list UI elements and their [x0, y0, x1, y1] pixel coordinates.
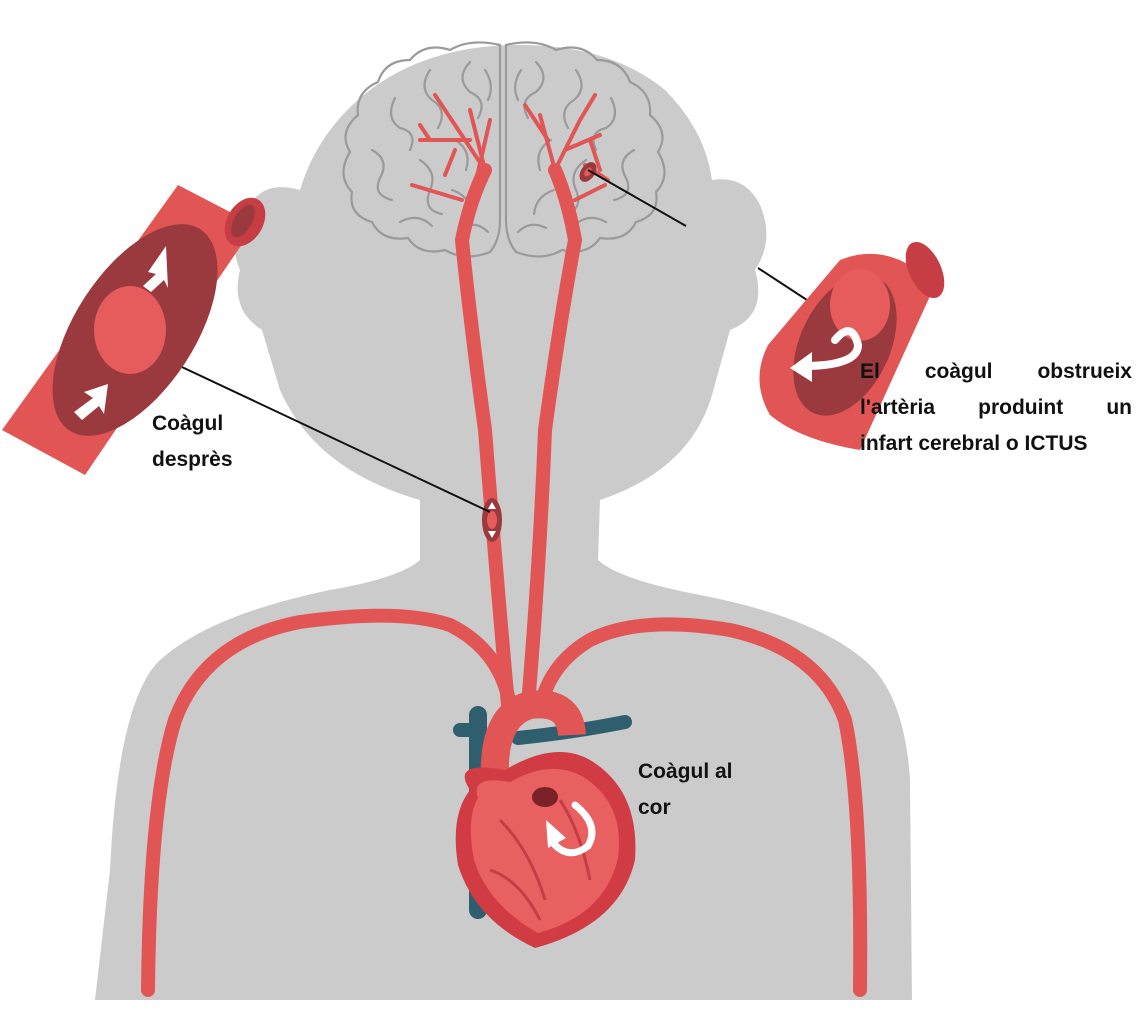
label-stroke-line-3: infart cerebral o ICTUS: [860, 426, 1132, 462]
label-stroke-line-1: El coàgul obstrueix: [860, 354, 1132, 390]
label-clot-heart: Coàgul al cor: [638, 754, 778, 826]
label-stroke-line-2: l'artèria produint un: [860, 390, 1132, 426]
heart-clot: [532, 787, 558, 807]
label-clot-detached-line-1: Coàgul: [152, 406, 312, 442]
pointer-line-brain-lower: [758, 268, 810, 302]
carotid-clot: [482, 498, 502, 542]
carotid-clot-core: [487, 511, 497, 529]
label-stroke: El coàgul obstrueix l'artèria produint u…: [860, 354, 1132, 462]
vessel-left-clot: [94, 286, 166, 374]
label-clot-heart-line-1: Coàgul al: [638, 754, 778, 790]
label-clot-heart-line-2: cor: [638, 790, 778, 826]
label-clot-detached-line-2: desprès: [152, 442, 312, 478]
vessel-right-clot: [830, 269, 890, 341]
label-clot-detached: Coàgul desprès: [152, 406, 312, 478]
